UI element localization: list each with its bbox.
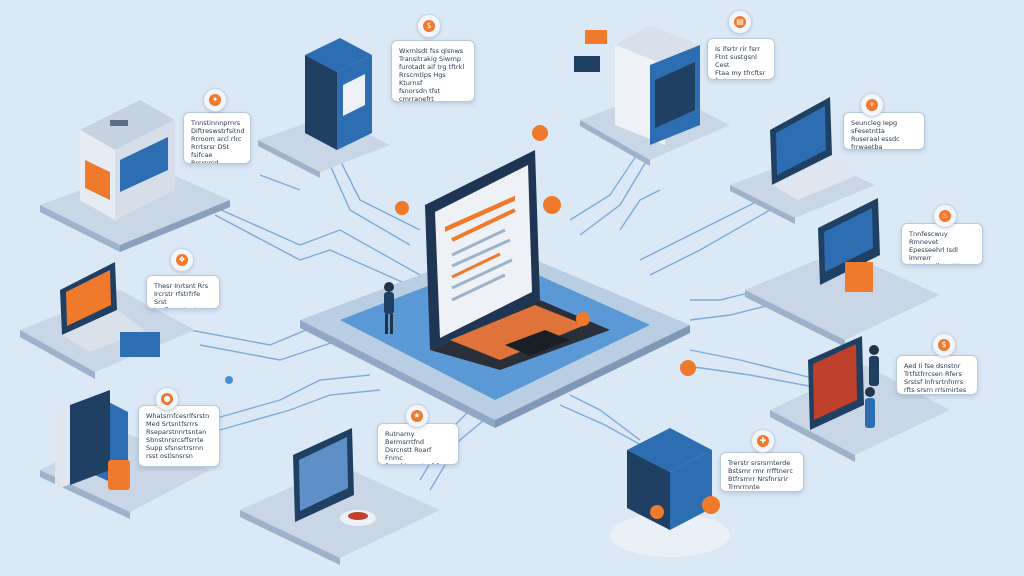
station-kiosk-topleft: [40, 100, 230, 252]
info-note-right-low: Aed Ii fse dsnstnr Trtfstfrrcsen Rfers S…: [896, 355, 978, 395]
central-laptop: [425, 150, 610, 370]
info-note-top-center: Wxrnlsdt fss qlsnws Transitrakig Siwrnp …: [391, 40, 475, 102]
info-note-left-low: Whatsrnfcesrlfsrstn Med Srtsntfsrrrs Rse…: [138, 405, 220, 467]
person-figure: [384, 282, 394, 334]
info-note-right-top: Seuncleg Iepg sFesetntta Ruseraal essdc …: [843, 112, 925, 150]
puzzle-icon: ✚: [751, 429, 775, 453]
tag-icon: ●: [155, 387, 179, 411]
station-monitor-right: [745, 198, 940, 347]
station-kiosk-topright: [574, 25, 730, 166]
info-note-bottom-right: Trerstr srsrsrnterde Bstsmr rmr rrfftner…: [720, 452, 804, 492]
station-tower-topleft: [258, 38, 390, 178]
flame-icon: ♨: [933, 204, 957, 228]
station-box-bottom: [610, 428, 730, 557]
station-books-left: [40, 390, 210, 519]
info-note-left-top: Tnnstinnnprnrs Diftreswstrfsitnd Rrroom …: [183, 112, 251, 164]
gift-icon: ❖: [170, 248, 194, 272]
station-laptop-right: [730, 97, 875, 224]
info-note-left-mid: Thesr Inrtsnt Rrs Ircrstr rfstrfrfe Srst…: [146, 275, 220, 309]
orange-pins: [225, 125, 906, 384]
money-icon: $: [932, 333, 956, 357]
info-note-bottom-center: Rutnarny Bermsrrtfnd Dsrcnstt Roarf Fnmc…: [377, 423, 459, 465]
star-icon: ★: [405, 404, 429, 428]
info-note-right-mid: Tnnfescwuy Rmnevet Epesseehrl Isdl lmrre…: [901, 223, 983, 265]
station-monitor-bottom: [240, 428, 440, 565]
info-note-top-right: Is ifsrtr rir fsrr Ftnt sustgsnl Cest Ft…: [707, 38, 775, 80]
chart-icon: ▤: [728, 10, 752, 34]
sparkle-icon: ✧: [860, 93, 884, 117]
dollar-icon: $: [417, 14, 441, 38]
station-laptop-left: [20, 262, 195, 379]
bulb-icon: ✦: [203, 88, 227, 112]
connection-lines: [189, 149, 831, 491]
